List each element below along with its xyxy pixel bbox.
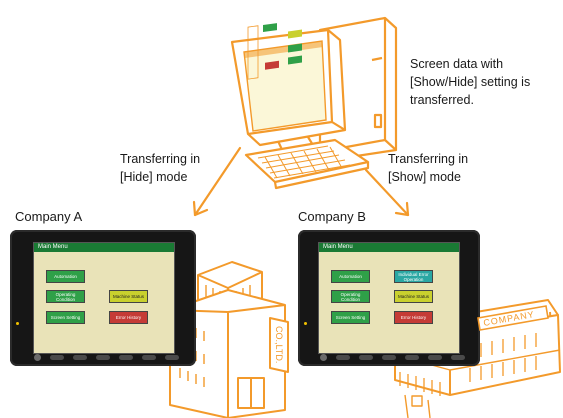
- status-led-icon: [16, 322, 19, 325]
- function-key[interactable]: [165, 354, 179, 360]
- hmi-panel-company-a: Main Menu Automation Operating Condition…: [10, 230, 196, 366]
- monitor-screen-icon: [243, 23, 327, 132]
- individual-error-operation-button[interactable]: Individual Error Operation: [394, 270, 433, 283]
- company-b-sign-board: COMPANY: [477, 305, 549, 331]
- status-led-icon: [304, 322, 307, 325]
- transfer-note-line-3: transferred.: [410, 93, 474, 107]
- automation-button[interactable]: Automation: [46, 270, 85, 283]
- machine-status-button[interactable]: Machine Status: [394, 290, 433, 303]
- function-key[interactable]: [142, 354, 156, 360]
- transfer-note: Screen data with [Show/Hide] setting is …: [410, 55, 530, 109]
- function-key[interactable]: [382, 354, 396, 360]
- arrow-to-company-b-icon: [364, 168, 410, 217]
- function-key[interactable]: [336, 354, 350, 360]
- keyboard-keys-icon: [257, 145, 351, 179]
- screen-setting-button[interactable]: Screen Setting: [46, 311, 85, 324]
- function-keys: [34, 352, 179, 362]
- company-b-label: Company B: [298, 209, 366, 224]
- company-a-building-icon: [169, 261, 289, 418]
- automation-button[interactable]: Automation: [331, 270, 370, 283]
- transfer-note-line-1: Screen data with: [410, 57, 504, 71]
- hmi-screen-company-b: Main Menu Automation Individual Error Op…: [318, 242, 460, 354]
- arrow-to-company-a-icon: [192, 146, 242, 217]
- show-mode-line-1: Transferring in: [388, 152, 469, 166]
- hide-mode-line-2: [Hide] mode: [120, 170, 188, 184]
- title-bar-controls-icon: [170, 243, 174, 252]
- operating-condition-button[interactable]: Operating Condition: [46, 290, 85, 303]
- function-key[interactable]: [405, 354, 419, 360]
- function-key[interactable]: [73, 354, 87, 360]
- function-key[interactable]: [451, 354, 465, 360]
- function-key[interactable]: [359, 354, 373, 360]
- transfer-note-line-2: [Show/Hide] setting is: [410, 75, 531, 89]
- title-bar-controls-icon: [455, 243, 459, 252]
- hide-mode-line-1: Transferring in: [120, 152, 201, 166]
- screen-setting-button[interactable]: Screen Setting: [331, 311, 370, 324]
- function-key[interactable]: [96, 354, 110, 360]
- operating-condition-button[interactable]: Operating Condition: [331, 290, 370, 303]
- function-key[interactable]: [50, 354, 64, 360]
- hide-mode-caption: Transferring in [Hide] mode: [120, 150, 200, 186]
- hmi-screen-title: Main Menu: [319, 243, 459, 252]
- machine-status-button[interactable]: Machine Status: [109, 290, 148, 303]
- hmi-screen-title: Main Menu: [34, 243, 174, 252]
- show-mode-line-2: [Show] mode: [388, 170, 461, 184]
- function-keys: [320, 352, 465, 362]
- function-key[interactable]: [320, 353, 327, 361]
- hmi-screen-company-a: Main Menu Automation Operating Condition…: [33, 242, 175, 354]
- company-a-label: Company A: [15, 209, 83, 224]
- function-key[interactable]: [119, 354, 133, 360]
- company-a-building-sign: CO.,LTD.: [274, 326, 284, 363]
- hmi-panel-company-b: Main Menu Automation Individual Error Op…: [298, 230, 480, 366]
- error-history-button[interactable]: Error History: [109, 311, 148, 324]
- function-key[interactable]: [428, 354, 442, 360]
- function-key[interactable]: [34, 353, 41, 361]
- show-mode-caption: Transferring in [Show] mode: [388, 150, 468, 186]
- error-history-button[interactable]: Error History: [394, 311, 433, 324]
